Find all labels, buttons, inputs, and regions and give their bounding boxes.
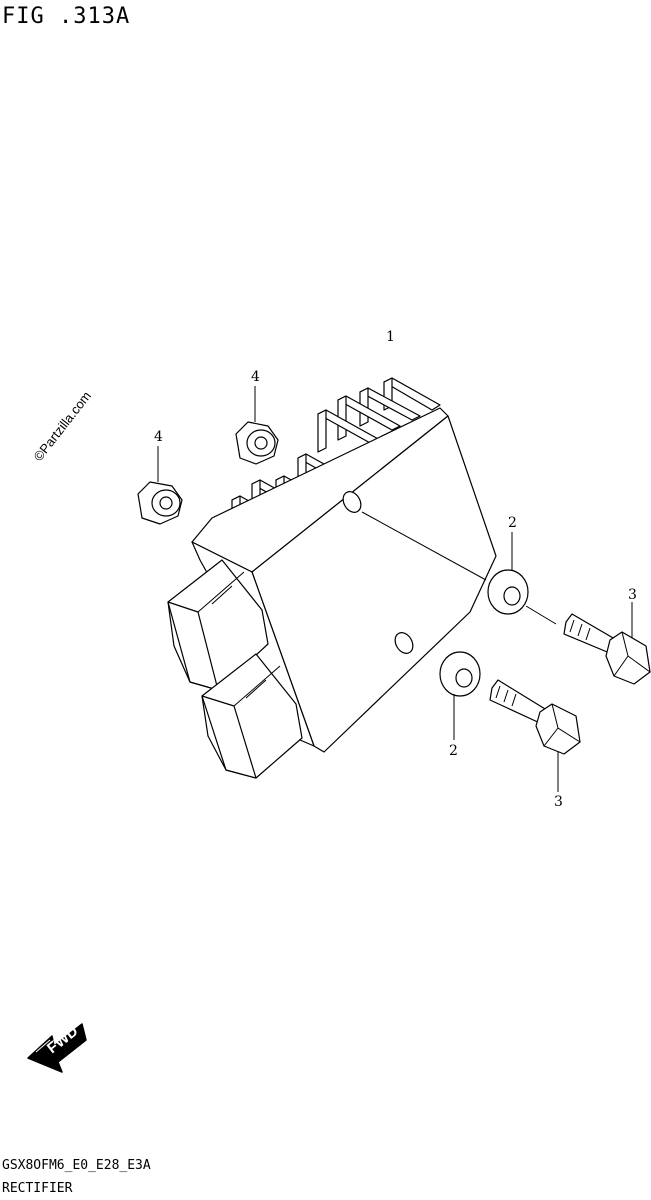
figure-title: FIG .313A <box>2 4 131 29</box>
connector-upper <box>167 559 269 691</box>
alignment-line-upper <box>361 511 487 581</box>
mounting-hole-lower <box>394 632 414 654</box>
nut-top[interactable] <box>235 421 279 465</box>
watermark-text: ©Partzilla.com <box>31 388 95 463</box>
callout-washer-lower: 2 <box>449 743 458 759</box>
section-name: RECTIFIER <box>2 1181 73 1196</box>
leader-lines <box>157 386 633 792</box>
connector-lower <box>201 653 303 779</box>
callout-rectifier: 1 <box>386 329 395 345</box>
callout-nut-top: 4 <box>251 369 260 385</box>
model-code: GSX8OFM6_E0_E28_E3A <box>2 1158 151 1173</box>
nut-left[interactable] <box>137 481 183 525</box>
washer-lower[interactable] <box>439 651 481 697</box>
washer-upper[interactable] <box>487 569 529 615</box>
callout-washer-upper: 2 <box>508 515 517 531</box>
bolt-upper[interactable] <box>563 613 651 685</box>
bolt-lower[interactable] <box>489 679 581 755</box>
mounting-hole-upper <box>342 491 362 513</box>
alignment-line-lower <box>525 605 557 625</box>
fwd-arrow-icon: FWD <box>27 1023 87 1073</box>
rectifier-part[interactable] <box>167 377 497 779</box>
callout-nut-left: 4 <box>154 429 163 445</box>
callout-bolt-upper: 3 <box>628 587 637 603</box>
callout-bolt-lower: 3 <box>554 794 563 810</box>
